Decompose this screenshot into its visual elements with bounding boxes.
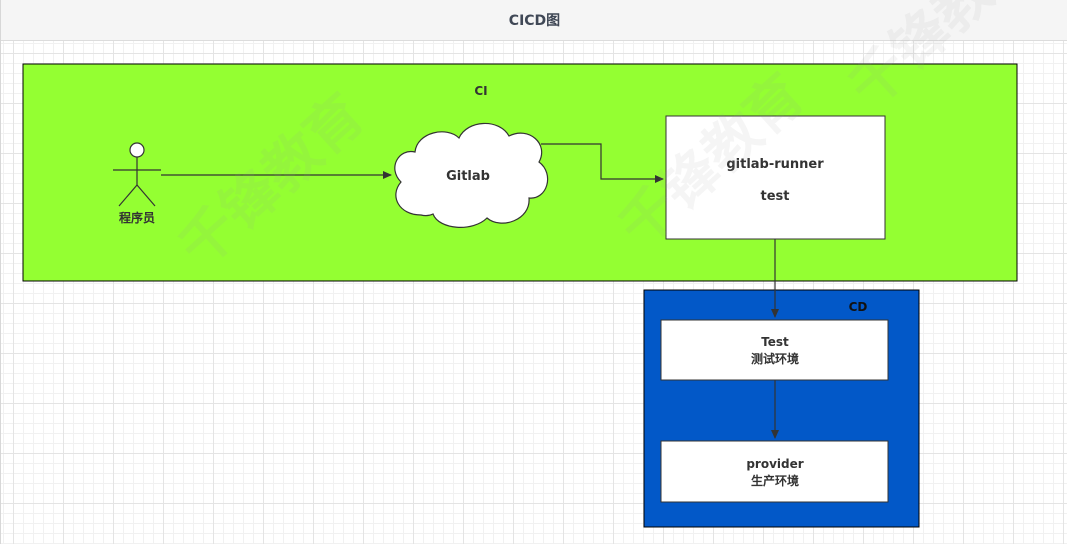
diagram-title: CICD图	[1, 0, 1067, 41]
provider-env-sublabel: 生产环境	[751, 473, 799, 488]
cd-label: CD	[849, 300, 868, 314]
arrow-gitlab-to-runner	[541, 143, 664, 183]
provider-env-box[interactable]	[660, 440, 889, 503]
gitlab-runner-label: gitlab-runner	[726, 157, 824, 172]
programmer-actor-icon[interactable]	[113, 142, 161, 207]
provider-env-label: provider	[746, 457, 803, 471]
gitlab-cloud-node[interactable]	[394, 122, 549, 228]
gitlab-label: Gitlab	[446, 169, 490, 184]
gitlab-runner-sublabel: test	[761, 189, 790, 204]
programmer-label: 程序员	[119, 210, 155, 225]
test-env-sublabel: 测试环境	[751, 351, 799, 366]
gitlab-runner-box[interactable]	[665, 115, 886, 240]
ci-label: CI	[474, 84, 487, 98]
test-env-box[interactable]	[660, 319, 889, 381]
test-env-label: Test	[761, 335, 789, 349]
